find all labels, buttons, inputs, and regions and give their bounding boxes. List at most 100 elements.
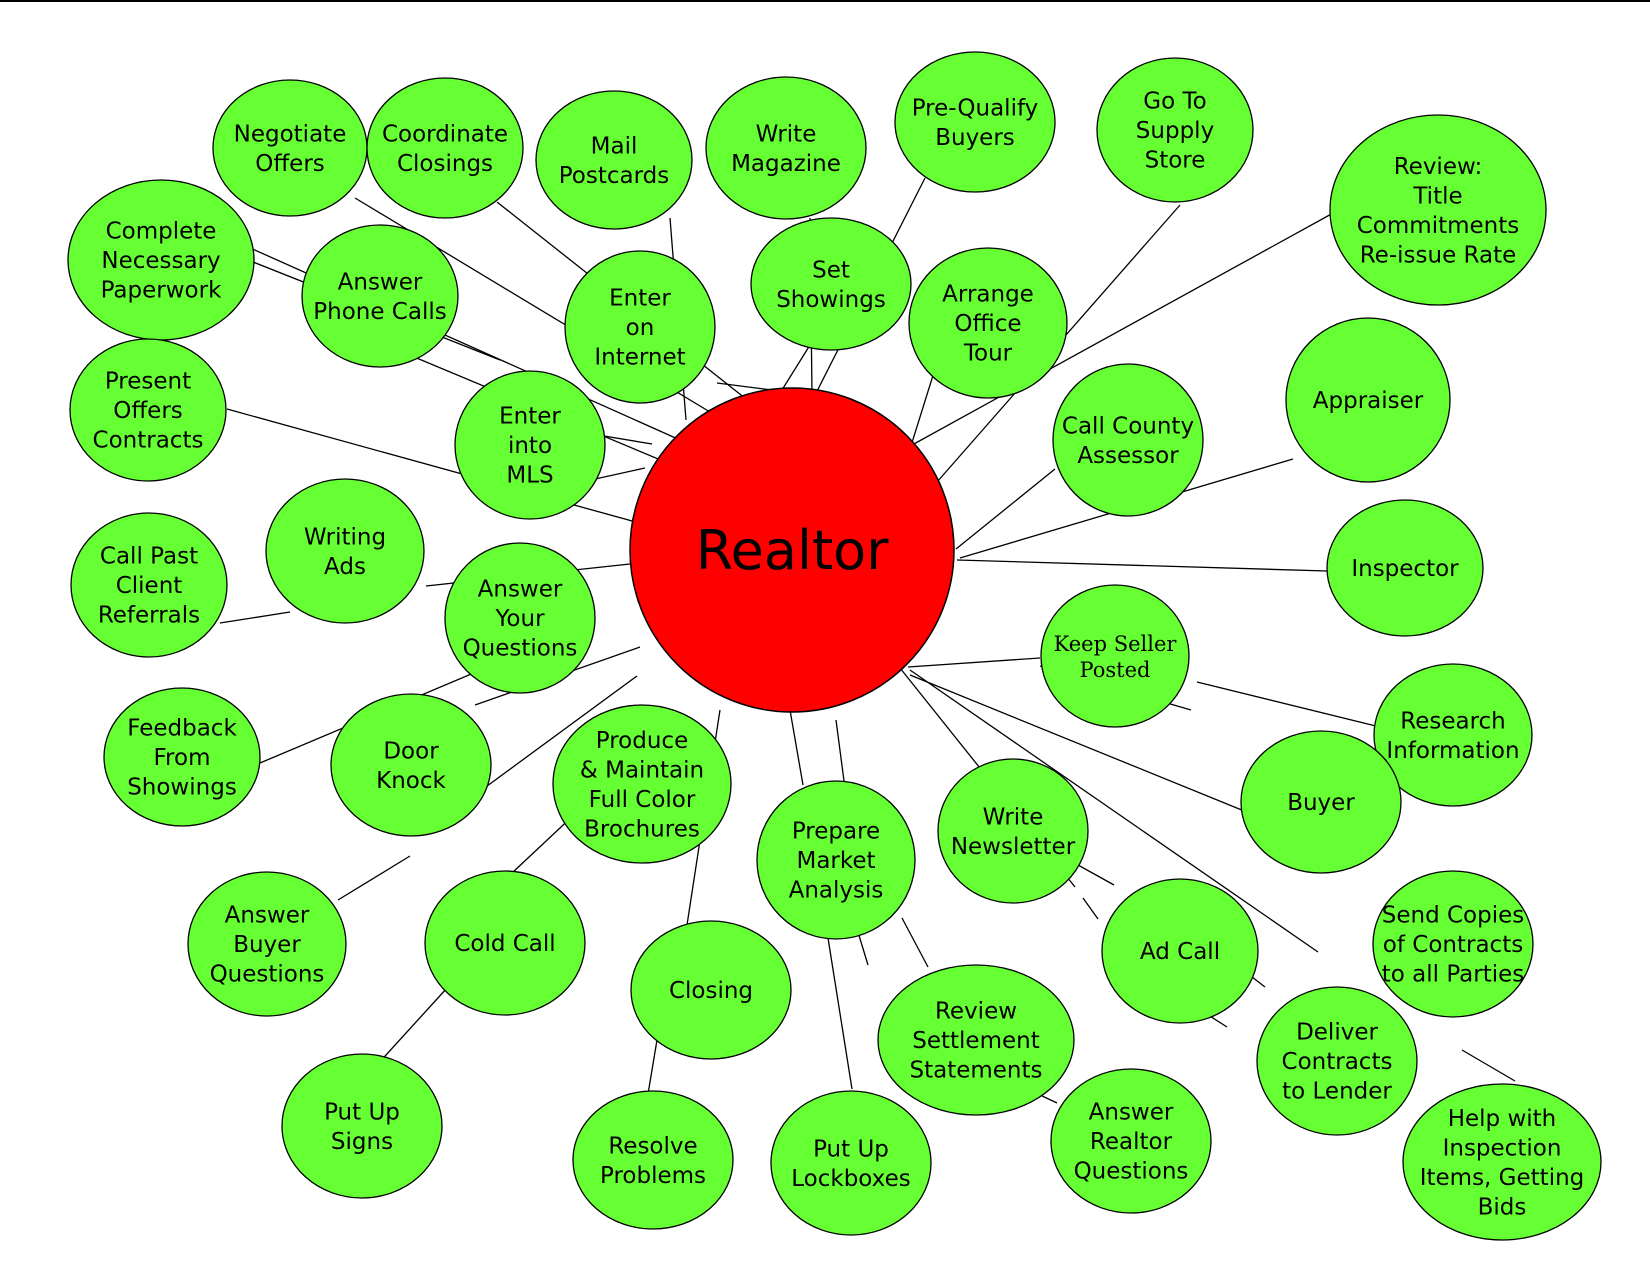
node-label: Go To [1143, 89, 1206, 115]
node-circle [705, 76, 867, 220]
node-label: Showings [776, 287, 886, 313]
node-label: Ad Call [1140, 939, 1220, 965]
node-circle [894, 51, 1056, 193]
node-circle [454, 370, 606, 520]
node-label: Present [105, 369, 191, 395]
node-label: Questions [210, 962, 325, 988]
task-nodes: NegotiateOffersCoordinateClosingsMailPos… [67, 51, 1602, 1241]
node-label: Negotiate [234, 121, 347, 147]
node-circle [535, 90, 693, 230]
node-label: Deliver [1296, 1020, 1378, 1046]
node-label: Mail [591, 133, 638, 159]
connector-line [827, 937, 853, 1090]
node-label: Postcards [559, 163, 670, 189]
connector-line [909, 368, 936, 450]
top-border [0, 0, 1650, 2]
node-circle [1101, 878, 1259, 1024]
node-label: Necessary [101, 248, 220, 274]
node-circle [212, 79, 368, 217]
node-circle [70, 512, 228, 658]
node-label: Enter [499, 404, 561, 430]
node-circle [281, 1053, 443, 1199]
node-label: Showings [127, 775, 237, 801]
node-label: Closings [397, 151, 493, 177]
node-circle [444, 542, 596, 694]
node-label: Questions [1074, 1159, 1189, 1185]
connector-line [716, 382, 773, 391]
connector-line [646, 1039, 658, 1101]
node-label: Store [1145, 148, 1206, 174]
node-label: Your [494, 606, 545, 632]
node-label: Referrals [98, 603, 200, 629]
node-circle [750, 217, 912, 351]
node-label: Offers [255, 151, 325, 177]
node-label: Review [935, 999, 1017, 1025]
node-circle [877, 964, 1075, 1116]
node-inspector: Inspector [1326, 499, 1484, 637]
node-cold-call: Cold Call [424, 870, 586, 1016]
node-circle [1372, 870, 1534, 1018]
node-label: Posted [1079, 658, 1150, 682]
node-label: Office [954, 311, 1021, 337]
node-label: to Lender [1282, 1079, 1392, 1105]
node-label: Buyer [233, 932, 301, 958]
node-label: Door [383, 738, 439, 764]
connector-line [909, 669, 1319, 953]
node-circle [366, 77, 524, 219]
node-label: Write [756, 121, 817, 147]
connector-line [375, 987, 448, 1067]
node-label: on [626, 315, 655, 341]
node-label: Brochures [584, 816, 700, 842]
connector-line [1196, 681, 1389, 730]
node-circle [1329, 114, 1547, 306]
connector-line [219, 611, 291, 624]
node-label: Inspection [1443, 1135, 1562, 1161]
node-label: Complete [106, 219, 217, 245]
node-label: Help with [1448, 1106, 1557, 1132]
node-label: Resolve [608, 1133, 697, 1159]
node-label: Title [1412, 183, 1462, 209]
node-label: Assessor [1077, 443, 1179, 469]
node-label: Call County [1062, 413, 1194, 439]
node-label: & Maintain [580, 757, 704, 783]
node-circle [330, 693, 492, 837]
node-label: Contracts [1282, 1049, 1393, 1075]
node-circle [1373, 663, 1533, 807]
node-circle [187, 871, 347, 1017]
node-label: Client [116, 573, 183, 599]
node-label: Tour [963, 341, 1013, 367]
node-circle [69, 338, 227, 482]
node-label: Paperwork [101, 278, 222, 304]
node-label: MLS [506, 463, 553, 489]
node-label: Contracts [93, 428, 204, 454]
connector-line [1082, 897, 1099, 920]
node-label: Send Copies [1382, 903, 1525, 929]
node-label: Offers [113, 398, 183, 424]
node-label: Magazine [731, 151, 841, 177]
node-label: Research [1400, 708, 1506, 734]
node-label: Write [983, 804, 1044, 830]
